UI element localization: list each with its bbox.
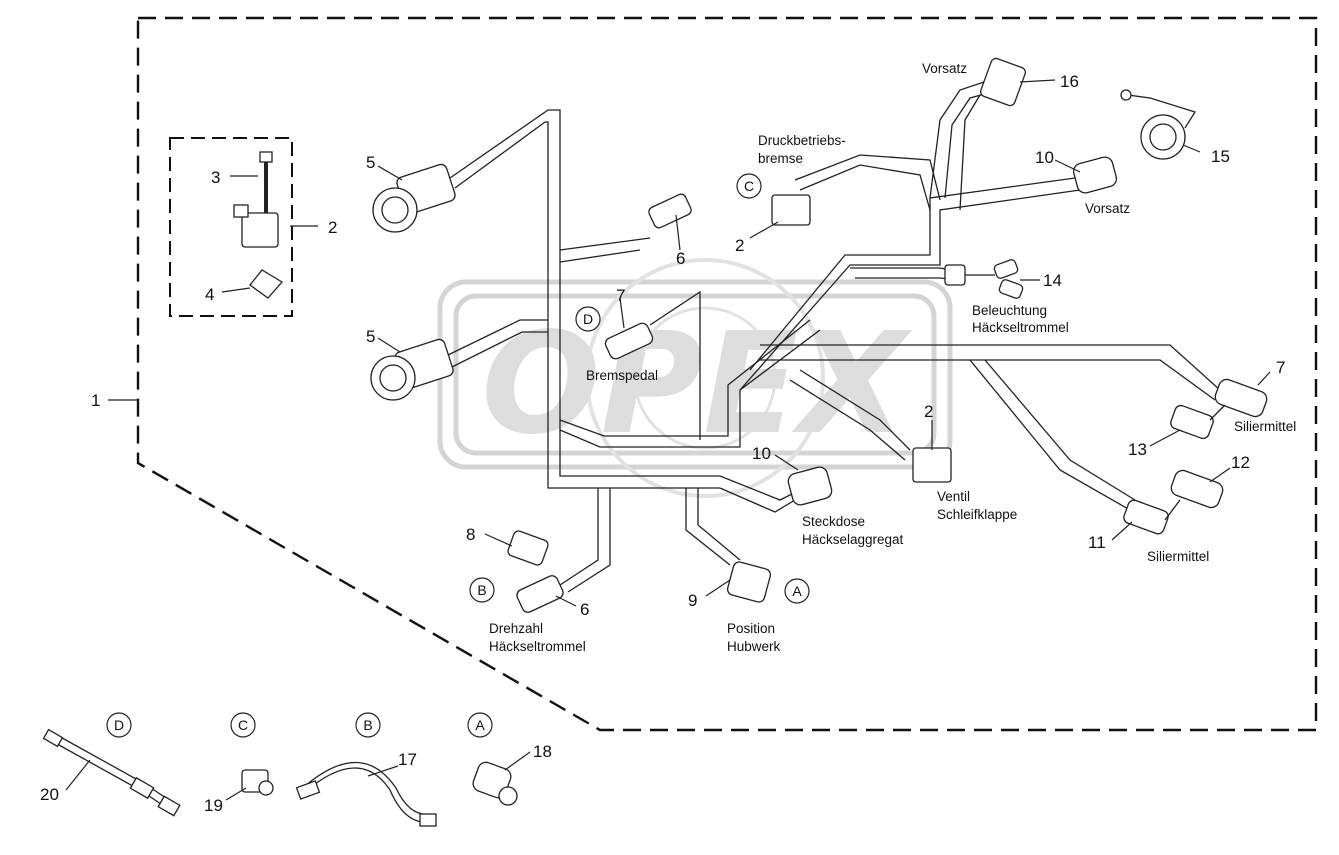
connector-10-lower bbox=[787, 466, 833, 506]
connector-6-lower bbox=[516, 575, 564, 613]
valve-2-sub bbox=[233, 151, 284, 299]
connector-5-lower bbox=[370, 338, 454, 401]
callout-2-sub: 2 bbox=[328, 218, 337, 237]
callout-16: 16 bbox=[1060, 72, 1079, 91]
part-18 bbox=[472, 761, 518, 806]
opex-watermark: OPEX bbox=[437, 258, 953, 498]
label-druck-line2: bremse bbox=[758, 151, 803, 166]
callout-12: 12 bbox=[1231, 453, 1250, 472]
marker-d-bottom: D bbox=[114, 717, 124, 733]
callout-6-lower: 6 bbox=[580, 600, 589, 619]
assembly-boundary bbox=[136, 16, 1318, 732]
label-bremspedal: Bremspedal bbox=[586, 368, 658, 383]
callout-10-right: 10 bbox=[1035, 148, 1054, 167]
part-17-cable bbox=[295, 761, 437, 827]
marker-d-main: D bbox=[583, 311, 593, 327]
connector-7-brake bbox=[604, 290, 701, 440]
connector-5-upper bbox=[372, 163, 456, 233]
part-19 bbox=[241, 769, 274, 796]
valve-2-lower bbox=[912, 447, 952, 483]
label-vorsatz-right: Vorsatz bbox=[1085, 201, 1130, 216]
callout-2-lower: 2 bbox=[924, 402, 933, 421]
label-position-line1: Position bbox=[727, 621, 775, 636]
callout-20: 20 bbox=[40, 785, 59, 804]
connector-15 bbox=[1120, 89, 1196, 160]
letter-markers: C D B A D C B A bbox=[106, 173, 810, 738]
part-20-cable bbox=[42, 728, 181, 817]
callout-13: 13 bbox=[1128, 440, 1147, 459]
cable-harness bbox=[447, 79, 1221, 593]
label-steckdose-line2: Häckselaggregat bbox=[802, 532, 904, 547]
callout-18: 18 bbox=[533, 742, 552, 761]
connector-9 bbox=[726, 561, 772, 603]
label-siliermittel-upper: Siliermittel bbox=[1234, 419, 1296, 434]
label-beleuchtung-line2: Häckseltrommel bbox=[972, 320, 1069, 335]
marker-c-bottom: C bbox=[238, 717, 248, 733]
marker-a-bottom: A bbox=[475, 717, 485, 733]
callout-17: 17 bbox=[398, 750, 417, 769]
connector-11 bbox=[1123, 499, 1169, 535]
connector-12 bbox=[1164, 469, 1224, 521]
label-beleuchtung-line1: Beleuchtung bbox=[972, 303, 1047, 318]
callout-6-upper: 6 bbox=[676, 249, 685, 268]
marker-b-bottom: B bbox=[363, 717, 372, 733]
callout-15: 15 bbox=[1211, 147, 1230, 166]
label-ventil-line2: Schleifklappe bbox=[937, 507, 1017, 522]
callout-7-right: 7 bbox=[1276, 358, 1285, 377]
valve-2-upper bbox=[771, 194, 811, 226]
connector-10-right bbox=[1072, 156, 1118, 194]
subassembly-box bbox=[169, 137, 293, 317]
label-drehzahl-line2: Häckseltrommel bbox=[489, 639, 586, 654]
callout-14: 14 bbox=[1043, 271, 1062, 290]
connector-14 bbox=[944, 259, 1024, 299]
callout-19: 19 bbox=[204, 796, 223, 815]
callout-11: 11 bbox=[1088, 533, 1106, 552]
callout-2-upper: 2 bbox=[735, 236, 744, 255]
label-steckdose-line1: Steckdose bbox=[802, 514, 865, 529]
connector-16 bbox=[980, 57, 1026, 107]
label-vorsatz-top: Vorsatz bbox=[922, 61, 967, 76]
connector-7-right bbox=[1214, 378, 1268, 418]
callout-8: 8 bbox=[466, 525, 475, 544]
callout-3: 3 bbox=[211, 168, 220, 187]
callout-5-lower: 5 bbox=[366, 327, 375, 346]
callout-7-brake: 7 bbox=[616, 286, 625, 305]
marker-c-main: C bbox=[744, 178, 754, 194]
callout-numbers: 1 3 2 4 5 5 16 10 15 2 6 7 14 7 13 12 11… bbox=[40, 72, 1285, 815]
marker-b-main: B bbox=[477, 582, 486, 598]
text-labels: Vorsatz Druckbetriebs- bremse Vorsatz Be… bbox=[489, 61, 1296, 654]
label-ventil-line1: Ventil bbox=[937, 489, 970, 504]
leader-lines bbox=[65, 79, 1271, 801]
callout-5-upper: 5 bbox=[366, 153, 375, 172]
callout-9: 9 bbox=[688, 591, 697, 610]
callout-1: 1 bbox=[91, 391, 100, 410]
connector-8 bbox=[507, 530, 549, 566]
connector-13 bbox=[1170, 404, 1226, 440]
label-druck-line1: Druckbetriebs- bbox=[758, 133, 846, 148]
marker-a-main: A bbox=[792, 583, 802, 599]
label-drehzahl-line1: Drehzahl bbox=[489, 621, 543, 636]
callout-10-lower: 10 bbox=[752, 444, 771, 463]
callout-4: 4 bbox=[205, 285, 214, 304]
connector-6-upper bbox=[648, 193, 692, 229]
label-position-line2: Hubwerk bbox=[727, 639, 781, 654]
watermark-text: OPEX bbox=[481, 303, 912, 466]
label-siliermittel-lower: Siliermittel bbox=[1147, 549, 1209, 564]
